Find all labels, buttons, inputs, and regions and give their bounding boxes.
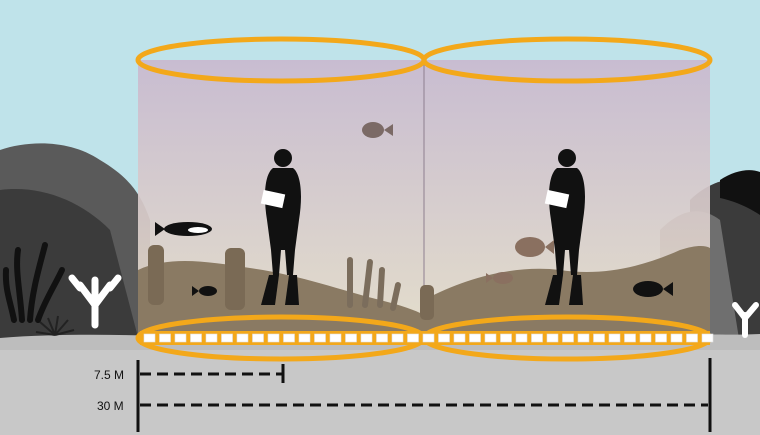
tape-segment — [532, 334, 543, 342]
tape-segment — [625, 334, 636, 342]
tape-segment — [408, 334, 419, 342]
tape-segment — [594, 334, 605, 342]
reef-pillar-1 — [148, 245, 164, 305]
tape-segment — [377, 334, 388, 342]
tape-segment — [175, 334, 186, 342]
tape-segment — [501, 334, 512, 342]
tape-segment — [454, 334, 465, 342]
tape-segment — [516, 334, 527, 342]
tape-segment — [687, 334, 698, 342]
tape-segment — [392, 334, 403, 342]
tape-segment — [284, 334, 295, 342]
tape-segment — [144, 334, 155, 342]
tape-segment — [268, 334, 279, 342]
reef-pillar-2 — [225, 248, 245, 310]
tape-segment — [237, 334, 248, 342]
tape-segment — [299, 334, 310, 342]
tape-segment — [578, 334, 589, 342]
tape-segment — [563, 334, 574, 342]
tape-marks — [144, 334, 713, 342]
tape-segment — [547, 334, 558, 342]
scale-label-long: 30 M — [97, 399, 124, 413]
tape-segment — [640, 334, 651, 342]
tape-segment — [315, 334, 326, 342]
tape-segment — [423, 334, 434, 342]
tape-segment — [470, 334, 481, 342]
tape-segment — [206, 334, 217, 342]
reef-pillar-3 — [420, 285, 434, 320]
tape-segment — [439, 334, 450, 342]
tape-segment — [253, 334, 264, 342]
tape-segment — [656, 334, 667, 342]
tape-segment — [609, 334, 620, 342]
tape-segment — [222, 334, 233, 342]
tape-segment — [485, 334, 496, 342]
tape-segment — [160, 334, 171, 342]
scale-label-short: 7.5 M — [94, 368, 124, 382]
tape-segment — [346, 334, 357, 342]
tape-segment — [702, 334, 713, 342]
tape-segment — [361, 334, 372, 342]
tape-segment — [330, 334, 341, 342]
tape-segment — [671, 334, 682, 342]
tape-segment — [191, 334, 202, 342]
